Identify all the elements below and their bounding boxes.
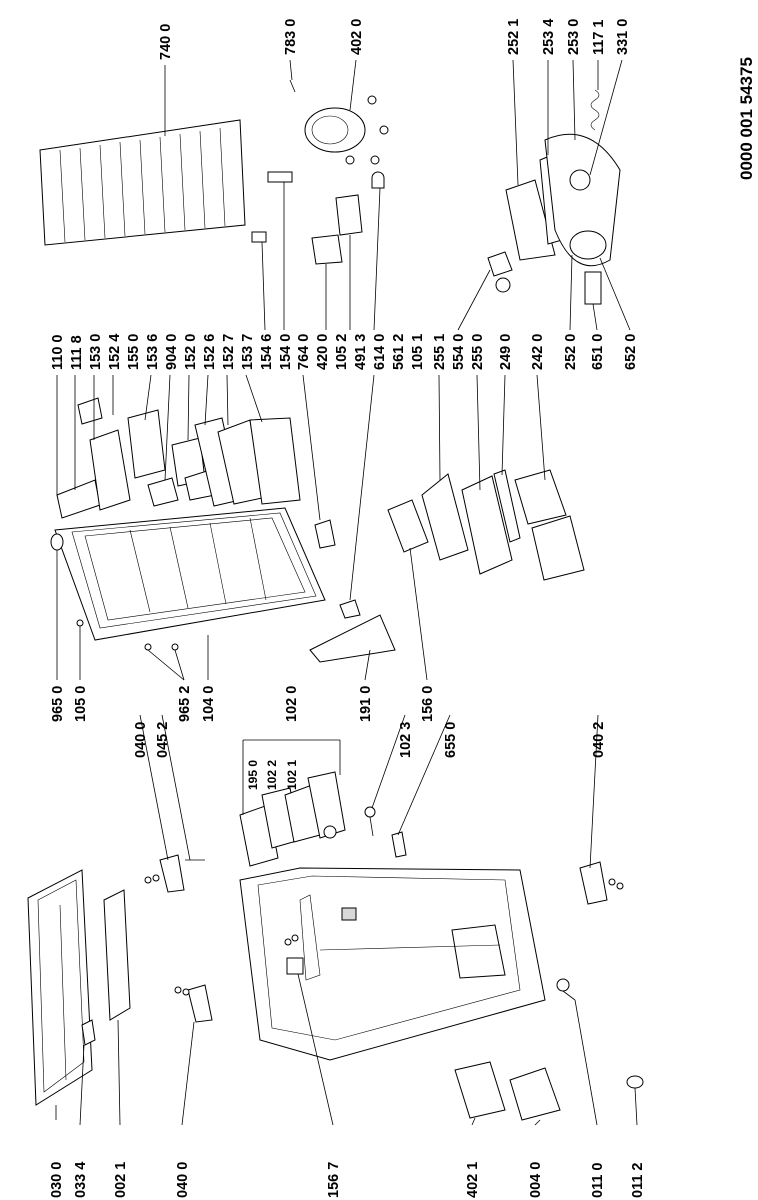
label-253-4: 253 4 [541, 19, 557, 55]
label-965-0: 965 0 [50, 686, 66, 722]
thermostat-group-part [239, 771, 346, 867]
label-102-1: 102 1 [285, 760, 299, 790]
label-783-0: 783 0 [283, 19, 299, 55]
compressor-part [304, 95, 389, 165]
condenser-coil-part [39, 119, 246, 246]
label-105-1: 105 1 [410, 334, 426, 370]
label-004-0: 004 0 [528, 1162, 544, 1198]
label-904-0: 904 0 [164, 334, 180, 370]
label-491-3: 491 3 [353, 334, 369, 370]
small-bracket-part [81, 1019, 96, 1046]
label-117-1: 117 1 [591, 20, 607, 56]
light-socket-part [487, 251, 513, 293]
label-002-1: 002 1 [113, 1162, 129, 1198]
door-bins-part [56, 397, 301, 519]
bracket-105-2-part [314, 519, 336, 549]
document-number: 0000 001 54375 [737, 57, 756, 180]
label-965-2: 965 2 [177, 686, 193, 722]
crisper-drawers-part [514, 469, 585, 581]
glass-shelf-1-part [421, 473, 469, 561]
label-153-7: 153 7 [240, 334, 256, 370]
tube-783-part [289, 79, 296, 93]
label-030-0: 030 0 [49, 1162, 65, 1198]
label-040-0-lower: 040 0 [175, 1162, 191, 1198]
label-764-0: 764 0 [296, 334, 312, 370]
label-402-0: 402 0 [349, 19, 365, 55]
label-110-0: 110 0 [50, 335, 66, 371]
ice-tray-part [387, 499, 429, 553]
label-102-0: 102 0 [284, 686, 300, 722]
label-105-2: 105 2 [334, 334, 350, 370]
label-420-0: 420 0 [315, 334, 331, 370]
foot-part [626, 1075, 644, 1089]
cabinet-body-part [239, 867, 546, 1061]
label-102-3: 102 3 [398, 722, 414, 758]
label-152-4: 152 4 [107, 334, 123, 370]
label-156-7: 156 7 [326, 1162, 342, 1198]
label-154-6: 154 6 [259, 334, 275, 370]
label-011-0: 011 0 [590, 1163, 606, 1199]
label-740-0: 740 0 [158, 24, 174, 60]
gasket-part [309, 614, 396, 663]
label-655-0: 655 0 [443, 722, 459, 758]
hinge-upper-part [144, 854, 205, 893]
label-249-0: 249 0 [498, 334, 514, 370]
label-104-0: 104 0 [201, 686, 217, 722]
label-105-0: 105 0 [73, 686, 89, 722]
leader-lines [55, 59, 638, 1126]
label-040-0-upper: 040 0 [133, 722, 149, 758]
rail-part [454, 1061, 506, 1119]
label-253-0: 253 0 [566, 19, 582, 55]
air-duct-group-part [505, 89, 621, 305]
label-252-1: 252 1 [506, 19, 522, 55]
label-191-0: 191 0 [358, 686, 374, 722]
knob-part [364, 806, 376, 837]
label-554-0: 554 0 [451, 334, 467, 370]
hinge-lower-part [174, 984, 213, 1023]
label-045-2: 045 2 [155, 722, 171, 758]
panel-part [103, 889, 131, 1021]
glass-shelf-2-part [461, 475, 513, 575]
label-331-0: 331 0 [615, 19, 631, 55]
label-111-8: 111 8 [69, 335, 85, 370]
label-155-0: 155 0 [126, 334, 142, 370]
bracket-105-1-part [339, 599, 361, 619]
hinge-bottom-part [579, 861, 624, 905]
label-011-2: 011 2 [630, 1163, 646, 1199]
label-255-0: 255 0 [470, 334, 486, 370]
label-156-0: 156 0 [420, 686, 436, 722]
door-frame-part [27, 869, 93, 1106]
label-255-1: 255 1 [432, 334, 448, 370]
screw-part [556, 978, 576, 1001]
strip-part [493, 469, 521, 543]
label-102-2: 102 2 [265, 760, 279, 790]
label-614-0: 614 0 [372, 334, 388, 370]
label-040-2: 040 2 [591, 722, 607, 758]
foot-bracket-part [509, 1067, 561, 1121]
pins-part [144, 643, 179, 651]
label-153-0: 153 0 [88, 334, 104, 370]
label-153-6: 153 6 [145, 334, 161, 370]
label-402-1: 402 1 [465, 1162, 481, 1198]
label-252-0: 252 0 [563, 334, 579, 370]
light-cover-part [391, 831, 407, 858]
main-door-part [50, 507, 326, 641]
label-152-7: 152 7 [221, 334, 237, 370]
label-651-0: 651 0 [590, 334, 606, 370]
label-152-0: 152 0 [183, 334, 199, 370]
label-652-0: 652 0 [623, 334, 639, 370]
label-242-0: 242 0 [530, 334, 546, 370]
label-152-6: 152 6 [202, 334, 218, 370]
label-195-0: 195 0 [246, 760, 260, 790]
label-561-2: 561 2 [391, 334, 407, 370]
label-033-4: 033 4 [73, 1162, 89, 1198]
electrical-parts [251, 171, 385, 265]
label-154-0: 154 0 [278, 334, 294, 370]
